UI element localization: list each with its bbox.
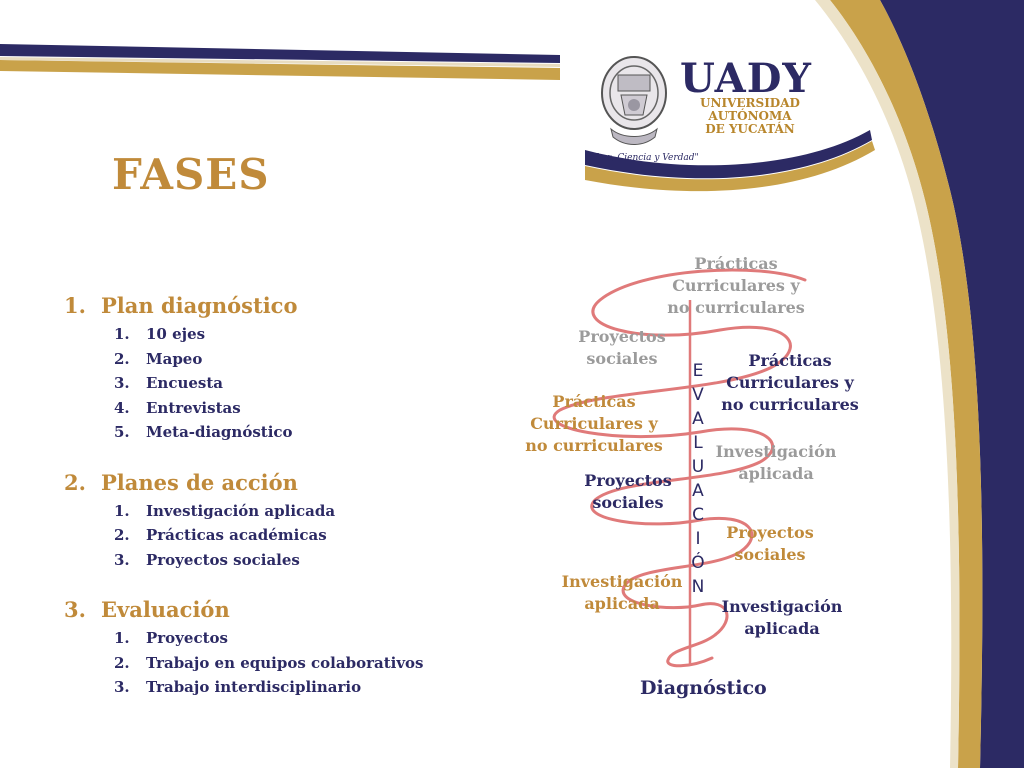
page-title: FASES <box>112 150 270 199</box>
top-gold-stripe <box>0 60 560 80</box>
list-item: 2.Prácticas académicas <box>114 526 327 544</box>
diagnostico-label: Diagnóstico <box>640 677 767 699</box>
list-item: 2.Mapeo <box>114 349 203 368</box>
right-gold-band <box>830 0 983 768</box>
list-item: 1.Proyectos <box>114 629 228 647</box>
university-seal-icon <box>601 56 667 145</box>
phase-3: 3.Evaluación 1.Proyectos 2.Trabajo en eq… <box>64 596 504 700</box>
list-item: 1.Investigación aplicada <box>114 501 336 520</box>
right-navy-band <box>880 0 1024 768</box>
top-navy-stripe <box>0 44 560 63</box>
list-item: 4.Entrevistas <box>114 398 241 417</box>
phase-2: 2.Planes de acción 1.Investigación aplic… <box>64 469 504 573</box>
phase-title: Planes de acción <box>101 469 298 495</box>
list-item: 3.Trabajo interdisciplinario <box>114 678 362 696</box>
phase-title: Evaluación <box>101 597 230 622</box>
list-item: 2.Trabajo en equipos colaborativos <box>114 653 424 672</box>
phase-1: 1.Plan diagnóstico 1.10 ejes 2.Mapeo 3.E… <box>64 292 504 445</box>
logo-subtitle: UNIVERSIDAD AUTÓNOMA DE YUCATÁN <box>700 96 800 136</box>
phase-title: Plan diagnóstico <box>101 293 298 318</box>
logo-motto: "Luz, Ciencia y Verdad" <box>591 153 699 163</box>
logo-swoosh <box>585 130 872 179</box>
list-item: 3.Proyectos sociales <box>114 550 300 569</box>
list-item: 1.10 ejes <box>114 325 206 343</box>
phases-outline: 1.Plan diagnóstico 1.10 ejes 2.Mapeo 3.E… <box>64 292 504 700</box>
list-item: 3.Encuesta <box>114 374 224 392</box>
evaluacion-vertical-word: E V A L U A C I Ó N <box>691 361 705 597</box>
logo-name: UADY <box>680 55 812 102</box>
list-item: 5.Meta-diagnóstico <box>114 423 293 441</box>
uady-logo: UADY UNIVERSIDAD AUTÓNOMA DE YUCATÁN "Lu… <box>585 45 875 180</box>
